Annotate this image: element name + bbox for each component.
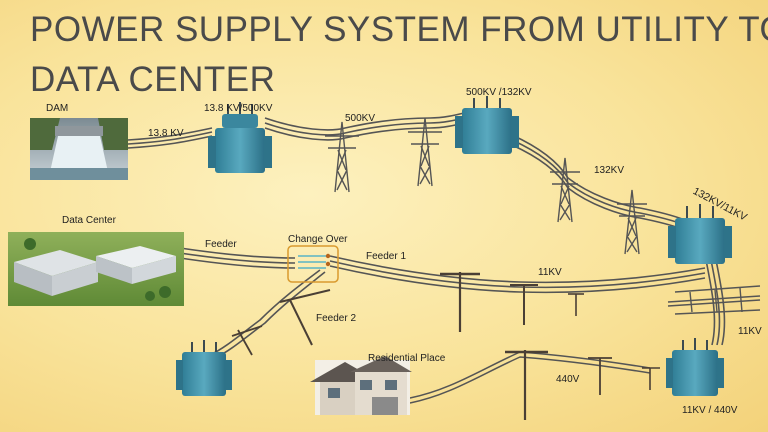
label-change-over: Change Over bbox=[288, 234, 348, 245]
pole-feeder2-small bbox=[231, 325, 263, 356]
label-500kv: 500KV bbox=[345, 113, 376, 124]
transformer-feeder2 bbox=[176, 340, 232, 396]
cable-11kv-down bbox=[705, 259, 726, 346]
residential-house-image bbox=[310, 356, 412, 415]
cable-feeder2 bbox=[209, 269, 326, 359]
label-dam: DAM bbox=[46, 103, 69, 114]
label-feeder-2: Feeder 2 bbox=[316, 313, 357, 324]
dam-image bbox=[30, 118, 128, 180]
label-transformer-500-132: 500KV /132KV bbox=[466, 87, 532, 98]
label-11kv-line: 11KV bbox=[538, 267, 562, 278]
tower-500kv-1 bbox=[325, 121, 359, 193]
cable-dam-to-stepup bbox=[127, 127, 213, 149]
label-11kv-right: 11KV bbox=[738, 326, 762, 337]
data-center-image bbox=[8, 232, 184, 306]
pole-11kv-2 bbox=[510, 284, 538, 325]
transformer-132-11 bbox=[668, 204, 732, 264]
pole-residential-2 bbox=[588, 357, 612, 395]
label-feeder: Feeder bbox=[205, 239, 237, 250]
transformer-step-up bbox=[208, 102, 272, 173]
pole-residential-3 bbox=[642, 367, 660, 390]
label-transformer-11-440: 11KV / 440V bbox=[682, 405, 738, 416]
transformer-11-440 bbox=[666, 338, 724, 396]
label-132kv: 132KV bbox=[594, 165, 625, 176]
label-residential-place: Residential Place bbox=[368, 353, 446, 364]
tower-500kv-2 bbox=[408, 117, 442, 187]
change-over-box bbox=[287, 245, 339, 283]
cable-feeder1-11kv bbox=[329, 255, 706, 294]
pole-residential-1 bbox=[505, 350, 548, 420]
label-transformer-step-up: 13.8 KV/500KV bbox=[204, 103, 273, 114]
tower-132kv-2 bbox=[617, 189, 647, 255]
tower-132kv-1 bbox=[550, 157, 580, 223]
label-feeder-1: Feeder 1 bbox=[366, 251, 407, 262]
cable-datacenter-feeder bbox=[179, 247, 296, 269]
cable-440v bbox=[409, 351, 651, 404]
cable-500kv-line bbox=[264, 109, 479, 141]
pole-11kv-1 bbox=[440, 272, 480, 332]
page-title-line-2: DATA CENTER bbox=[30, 60, 276, 99]
label-440v: 440V bbox=[556, 374, 580, 385]
page-title-line-1: POWER SUPPLY SYSTEM FROM UTILITY TO bbox=[30, 10, 768, 49]
tower-horizontal-right bbox=[667, 285, 761, 315]
pole-feeder2 bbox=[279, 289, 331, 346]
pole-11kv-3 bbox=[568, 293, 584, 316]
label-data-center: Data Center bbox=[62, 215, 116, 226]
cable-132kv-line bbox=[511, 134, 686, 231]
transformer-500-132 bbox=[455, 96, 519, 154]
label-13-8kv: 13.8 KV bbox=[148, 128, 184, 139]
